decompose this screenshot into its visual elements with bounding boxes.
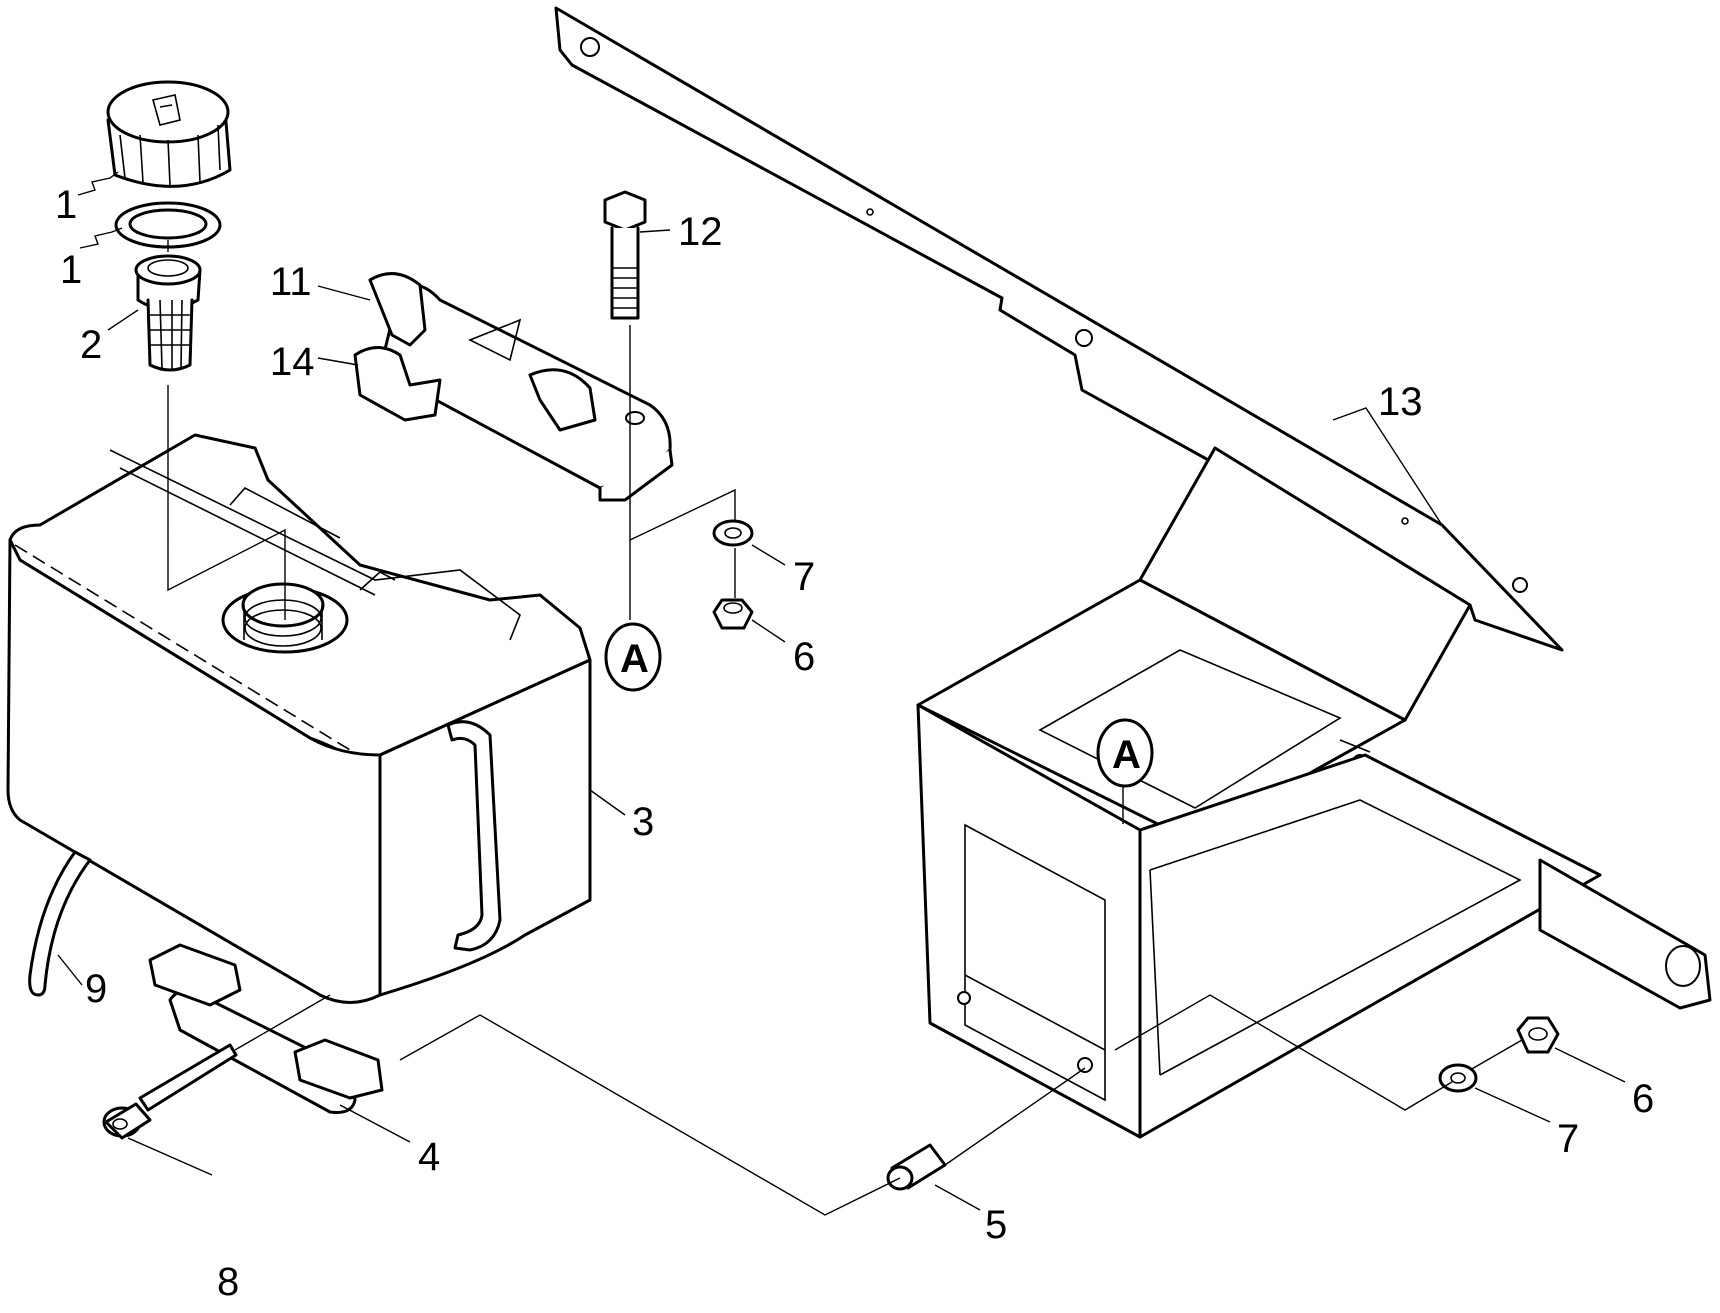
part-1-seal-ring [114,201,222,249]
part-13-frame [554,6,1712,1139]
label-13: 13 [1378,380,1423,424]
label-1-cap: 1 [55,183,77,227]
label-1-seal: 1 [60,248,82,292]
part-6-nut-lower [1516,1016,1560,1054]
label-5: 5 [985,1203,1007,1247]
part-3-tank [6,433,592,1004]
part-labels: 1 1 2 11 14 12 13 7 6 3 9 4 5 8 6 7 [55,183,1654,1304]
part-7-washer-upper [712,519,754,547]
reference-marker-a-right: A [1096,718,1154,788]
reference-letter-a-right: A [1112,733,1141,777]
part-1-cap [106,80,232,188]
label-8: 8 [217,1260,239,1304]
reference-letter-a-left: A [620,637,649,681]
label-6-upper: 6 [793,635,815,679]
part-12-bolt [603,190,647,320]
label-leaders [57,171,1626,1211]
part-11-14-bracket [353,272,674,502]
label-9: 9 [85,967,107,1011]
label-14: 14 [270,340,315,384]
assembly-lines [167,240,1523,1216]
label-7-lower: 7 [1557,1117,1579,1161]
label-11: 11 [270,260,312,304]
label-6-lower: 6 [1632,1077,1654,1121]
part-2-strainer [134,254,202,372]
part-6-nut-upper [712,598,754,630]
part-8-screw [102,1043,238,1140]
label-4: 4 [418,1135,440,1179]
part-4-mount [148,943,384,1114]
reference-marker-a-left: A [604,622,662,692]
label-2: 2 [80,323,102,367]
label-12: 12 [678,210,723,254]
label-7-upper: 7 [793,555,815,599]
part-5-spacer [886,1143,947,1191]
label-3: 3 [632,800,654,844]
